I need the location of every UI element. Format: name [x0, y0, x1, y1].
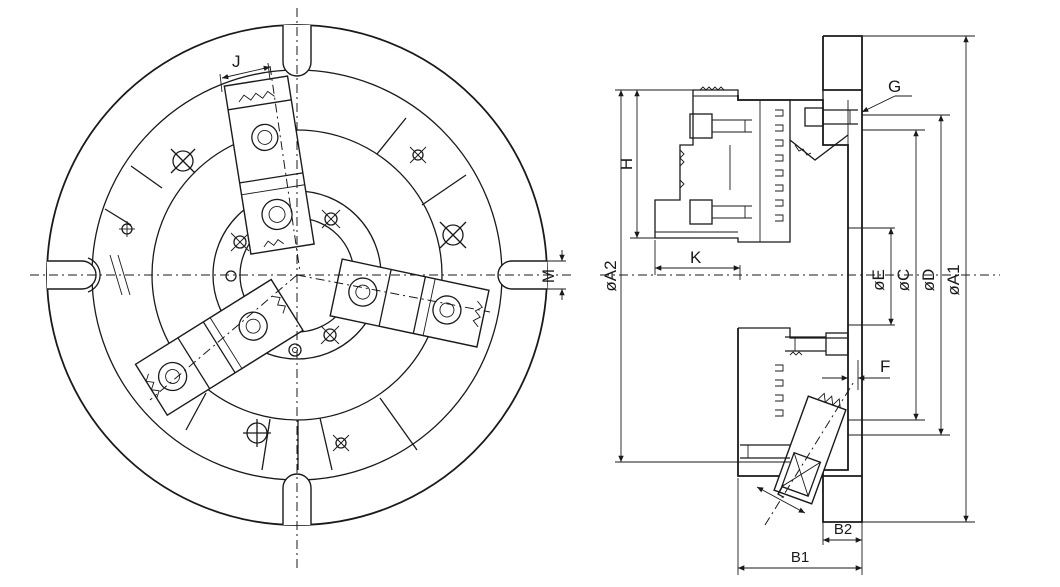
centerline-jaw-top: [269, 65, 301, 273]
mounting-screws: [119, 146, 467, 452]
slot-bottom: [282, 473, 312, 525]
body-lower-step: [738, 327, 848, 339]
flange-plate-outline: [822, 35, 863, 523]
left-notch-arc: [87, 257, 101, 293]
flange-top-step: [822, 36, 862, 91]
flange-slots: [47, 25, 547, 525]
lower-teeth: [775, 351, 803, 417]
dimension-c: øC: [894, 130, 919, 420]
front-view: J M: [30, 8, 572, 572]
dimension-b1: B1: [738, 549, 862, 571]
lower-pin: [740, 444, 790, 459]
label-e: øE: [869, 269, 888, 291]
dimension-b2: B2: [823, 521, 862, 543]
label-a2: øA2: [601, 260, 620, 291]
label-h: H: [617, 158, 636, 170]
dimension-k: K: [655, 248, 740, 271]
g-screw: [804, 107, 858, 127]
label-b1: B1: [791, 549, 809, 566]
side-view: H øA2 K øE øC øD øA1: [600, 35, 1000, 575]
label-k: K: [690, 248, 702, 267]
label-d: øD: [919, 269, 938, 292]
dimension-f: F: [822, 357, 890, 390]
upper-jaw-assembly: [654, 86, 791, 243]
centerline-jaw-right: [296, 274, 491, 313]
segment-dividers: [104, 117, 467, 471]
dimension-m: M: [512, 250, 566, 300]
dimension-a2: øA2: [601, 90, 624, 462]
label-g: G: [888, 77, 901, 96]
jaw-top: [223, 75, 315, 255]
dimension-g: G: [861, 77, 912, 113]
label-j: J: [232, 52, 241, 71]
dimension-a1: øA1: [944, 36, 969, 522]
slot-right: [497, 260, 547, 290]
jaw-left: [134, 278, 304, 417]
jaw-right: [329, 258, 490, 348]
centerline-jaw-left: [149, 274, 298, 401]
label-c: øC: [894, 269, 913, 292]
dimension-h: H: [617, 90, 640, 238]
lower-screw: [785, 332, 849, 356]
dimension-e: øE: [869, 228, 894, 325]
dimension-d: øD: [848, 115, 950, 436]
label-f: F: [880, 357, 890, 376]
scroll-groove: [789, 134, 849, 161]
label-m: M: [539, 269, 558, 283]
label-a1: øA1: [944, 264, 963, 295]
label-b2: B2: [834, 521, 852, 538]
dimension-j: J: [219, 52, 271, 93]
